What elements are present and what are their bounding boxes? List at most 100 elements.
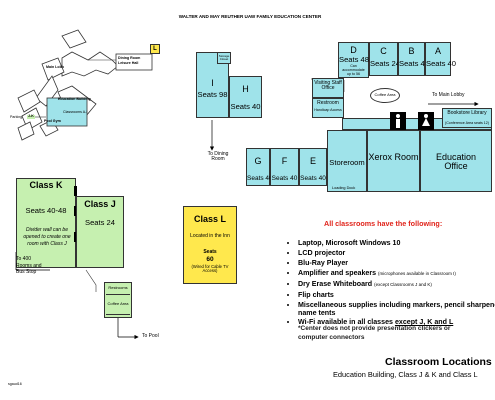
features-list: Laptop, Microsoft Windows 10 LCD project… (288, 238, 495, 327)
room-e-letter: E (309, 156, 316, 166)
room-f-seats: Seats 40 (271, 175, 298, 182)
xerox-room[interactable]: Xerox Room (367, 130, 420, 192)
class-j-title: Class J (84, 199, 116, 209)
restrooms-building[interactable]: Restrooms Coffee Area (104, 282, 132, 318)
room-b-letter: B (408, 46, 415, 56)
footer-title: Classroom Locations (385, 356, 492, 368)
header-title: WALTER AND MAY REUTHER UAW FAMILY EDUCAT… (178, 14, 322, 19)
education-building-label: Education Building (58, 97, 91, 101)
class-l-title: Class L (193, 214, 226, 224)
classrooms-ai-label: Classrooms A-I (63, 110, 88, 114)
to-pool-label: To Pool (142, 333, 159, 339)
coffee-area-small-label: Coffee Area (107, 301, 129, 306)
pool-gym-label: Pool Gym (44, 119, 61, 123)
restroom-divider (106, 294, 130, 295)
feature-item: Laptop, Microsoft Windows 10 (298, 238, 495, 248)
campus-sketch (17, 29, 153, 141)
class-l-note: (Wired for Cable TV Access) (191, 264, 229, 274)
building-l-marker: L (150, 44, 160, 54)
room-i-seats: Seats 98 (197, 90, 228, 99)
bookstore-label: Bookstore Library (447, 110, 487, 116)
mens-restroom-icon (390, 112, 406, 130)
bookstore-library[interactable]: Bookstore Library (Conference Area seats… (442, 108, 492, 128)
education-office-label: Education Office (435, 152, 477, 172)
room-h-letter: H (242, 84, 249, 94)
room-a[interactable]: A Seats 40 (425, 42, 456, 76)
class-j-seats: Seats 24 (85, 218, 115, 227)
feature-item: Blu-Ray Player (298, 258, 495, 268)
room-g-letter: G (254, 156, 262, 166)
parking-label: Parking (10, 115, 23, 119)
education-office[interactable]: Education Office (420, 130, 492, 192)
room-f-letter: F (281, 156, 288, 166)
storage-closet: Storage Closet (217, 52, 231, 64)
room-b-seats: Seats 40 (399, 59, 429, 68)
coffee-area: Coffee Area (370, 88, 400, 103)
loading-dock-label: Loading Dock (332, 186, 356, 190)
room-e-seats: Seats 40 (300, 175, 326, 182)
room-c-letter: C (380, 46, 387, 56)
class-k-seats: Seats 40-48 (25, 206, 67, 215)
handicap-label: Handicap Access (314, 108, 342, 112)
jk-marker: J-K (27, 114, 35, 119)
to-dining-room-label: To Dining Room (207, 151, 229, 163)
room-d-seats: Seats 48 (339, 55, 369, 64)
room-h-seats: Seats 40 (230, 102, 261, 111)
to-400-rooms-label: To 400 Rooms and Bus Stop (16, 256, 42, 275)
features-footnote: *Center does not provide presentation cl… (298, 325, 451, 341)
feature-item: Miscellaneous supplies including markers… (298, 301, 495, 318)
room-d-note: Can accommodate up to 56 (342, 64, 365, 76)
feature-item: Amplifier and speakers (microphones avai… (298, 268, 495, 279)
restrooms-label: Restrooms (108, 285, 128, 290)
room-d[interactable]: D Seats 48 Can accommodate up to 56 (338, 42, 369, 78)
class-l-location: Located in the Inn (190, 233, 230, 239)
storage-closet-label: Storage Closet (218, 54, 230, 62)
divider-mark-1 (74, 186, 77, 196)
leisure-hall-label: Leisure Hall (118, 61, 139, 65)
class-j[interactable]: Class J Seats 24 (76, 196, 124, 268)
divider-mark-3 (74, 232, 77, 242)
class-k[interactable]: Class K Seats 40-48 Divider wall can be … (16, 178, 76, 268)
class-k-note: Divider wall can be opened to create one… (23, 227, 71, 247)
room-f[interactable]: F Seats 40 (270, 148, 299, 186)
xerox-label: Xerox Room (368, 152, 419, 162)
room-g[interactable]: G Seats 40 (246, 148, 273, 186)
storeroom-label: Storeroom (329, 158, 365, 167)
dining-room-label: Dining Room (118, 56, 141, 60)
main-lobby-label: Main Lobb (46, 65, 64, 69)
class-l-seats-label: Seats (203, 249, 217, 255)
room-e[interactable]: E Seats 40 (299, 148, 327, 186)
room-b[interactable]: B Seats 40 (398, 42, 429, 76)
to-main-lobby-label: To Main Lobby (432, 92, 465, 98)
room-a-seats: Seats 40 (426, 59, 456, 68)
coffee-area-label: Coffee Area (374, 92, 396, 97)
visiting-staff-label: Visiting Staff Office (314, 80, 342, 92)
feature-item: LCD projector (298, 248, 495, 258)
feature-item: Dry Erase Whiteboard (except Classrooms … (298, 279, 495, 290)
storeroom[interactable]: Storeroom Loading Dock (327, 130, 367, 192)
feature-item: Flip charts (298, 290, 495, 300)
bookstore-note: (Conference Area seats 12) (445, 121, 489, 125)
room-g-seats: Seats 40 (247, 175, 273, 182)
room-i-letter: I (211, 78, 214, 88)
room-c-seats: Seats 24 (370, 59, 400, 68)
footer-subtitle: Education Building, Class J & K and Clas… (333, 370, 478, 379)
features-heading: All classrooms have the following: (324, 219, 443, 228)
room-h[interactable]: H Seats 40 (229, 76, 262, 118)
restroom[interactable]: Restroom Handicap Access (312, 98, 344, 118)
room-a-letter: A (434, 46, 441, 56)
room-d-letter: D (350, 45, 357, 55)
restroom-label: Restroom (317, 100, 339, 106)
feature-item-wifi: Wi-Fi available in all classes except J,… (298, 317, 495, 327)
visiting-staff-office[interactable]: Visiting Staff Office (312, 78, 344, 98)
room-c[interactable]: C Seats 24 (369, 42, 400, 76)
corridor-west (262, 94, 312, 120)
footer-code: sgaud16 (8, 382, 22, 386)
class-l[interactable]: Class L Located in the Inn Seats 60 (Wir… (183, 206, 237, 284)
coffee-divider (106, 314, 130, 315)
class-l-seats: 60 (206, 256, 214, 263)
class-k-title: Class K (29, 180, 63, 190)
womens-restroom-icon (418, 112, 434, 130)
divider-mark-2 (74, 206, 77, 216)
